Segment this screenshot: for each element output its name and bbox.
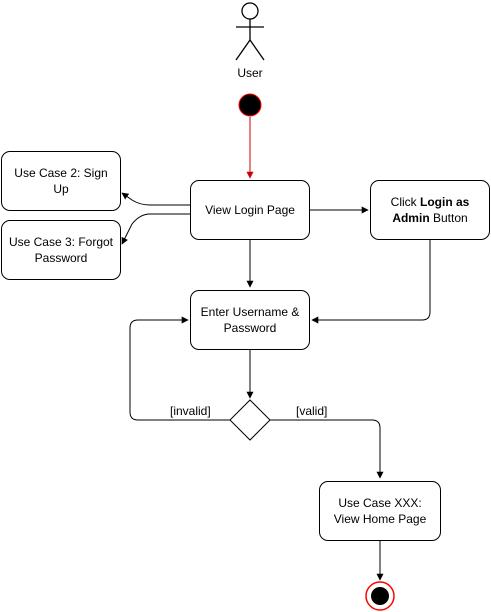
initial-node [238, 93, 262, 117]
view-login-page-node: View Login Page [190, 180, 310, 240]
edge-view-login-to-sign-up [121, 192, 190, 206]
guard-valid-label: [valid] [296, 404, 328, 418]
edge-click-admin-to-enter-credentials [311, 240, 431, 324]
enter-username-password-label: Enter Username & Password [200, 305, 300, 335]
sign-up-node: Use Case 2: Sign Up [1, 151, 121, 211]
enter-username-password-node: Enter Username & Password [190, 290, 310, 350]
user-actor-label: User [237, 66, 263, 80]
decision-diamond [229, 399, 271, 441]
edge-decision-invalid [129, 316, 230, 421]
view-home-page-node: Use Case XXX: View Home Page [319, 481, 441, 541]
edge-view-login-to-forgot-password [121, 213, 190, 245]
user-actor-icon [235, 2, 265, 61]
click-login-as-admin-label: Click Login as Admin Button [390, 195, 470, 225]
forgot-password-node: Use Case 3: Forgot Password [1, 220, 121, 280]
guard-invalid-label: [invalid] [170, 404, 211, 418]
click-login-as-admin-node: Click Login as Admin Button [370, 180, 490, 240]
view-login-page-label: View Login Page [205, 203, 295, 217]
view-home-page-label: Use Case XXX: View Home Page [333, 496, 427, 526]
final-node [365, 581, 395, 611]
sign-up-label: Use Case 2: Sign Up [14, 166, 108, 196]
edge-decision-valid [270, 419, 384, 479]
forgot-password-label: Use Case 3: Forgot Password [8, 235, 114, 265]
